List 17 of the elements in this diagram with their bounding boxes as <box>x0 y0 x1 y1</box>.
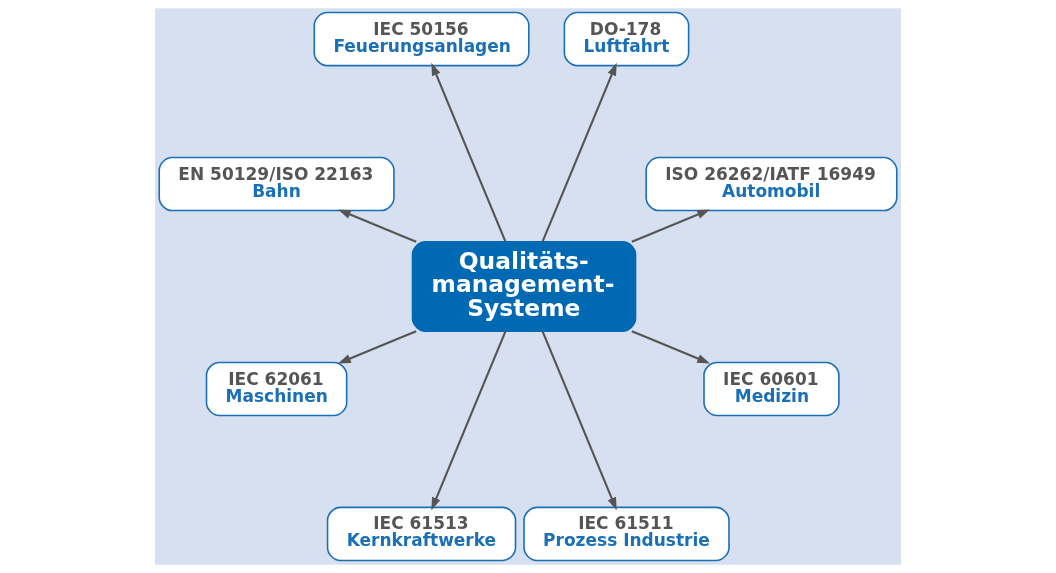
node-box: DO-178 Luftfahrt <box>563 11 690 67</box>
arrow <box>541 330 617 511</box>
arrow <box>631 330 711 364</box>
node-box: IEC 61513 Kernkraftwerke <box>326 506 517 562</box>
node-box: ISO 26262/IATF 16949 Automobil <box>645 156 898 212</box>
arrow <box>338 209 417 243</box>
arrow <box>631 209 711 243</box>
arrow <box>431 62 507 243</box>
node-box: IEC 50156 Feuerungsanlagen <box>313 11 530 67</box>
arrow <box>338 330 417 364</box>
node-box: Qualitäts- management- Systeme <box>411 241 637 332</box>
arrow <box>541 62 617 243</box>
node-box: IEC 60601 Medizin <box>703 361 840 417</box>
node-box: EN 50129/ISO 22163 Bahn <box>158 156 395 212</box>
arrow <box>431 330 507 511</box>
node-box: IEC 62061 Maschinen <box>205 361 348 417</box>
node-box: IEC 61511 Prozess Industrie <box>523 506 730 562</box>
